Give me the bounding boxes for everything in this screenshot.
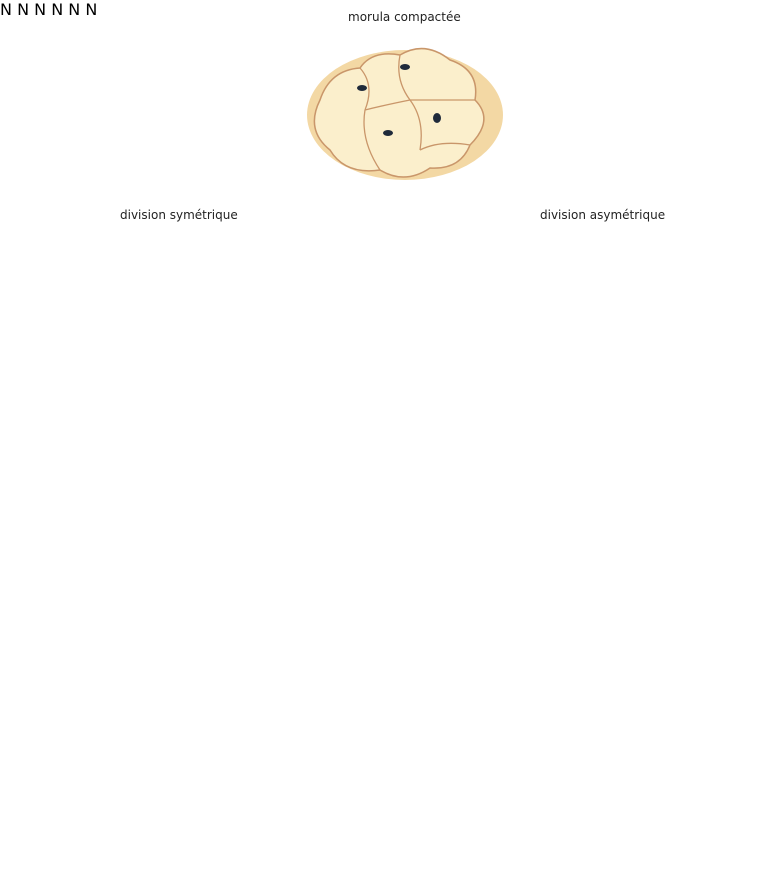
- label-symmetric-division: division symétrique: [120, 208, 238, 222]
- label-asymmetric-division: division asymétrique: [540, 208, 665, 222]
- label-morula: morula compactée: [348, 10, 461, 24]
- morula-compacted: [307, 49, 503, 180]
